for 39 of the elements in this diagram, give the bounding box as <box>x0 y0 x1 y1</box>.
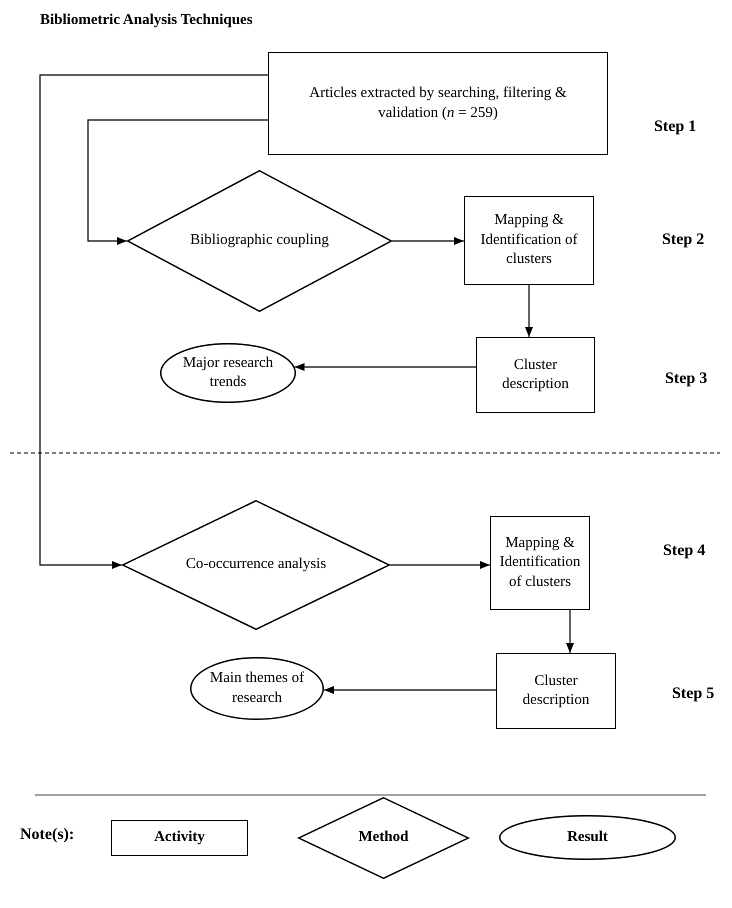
step-label: Step 4 <box>663 542 706 560</box>
process-box <box>111 820 248 856</box>
decision-diamond <box>298 797 469 879</box>
node-text: Method <box>358 828 408 848</box>
result-ellipse <box>190 657 324 720</box>
node-text: Bibliographic coupling <box>190 231 329 250</box>
process-box <box>496 653 616 729</box>
process-box <box>464 196 594 285</box>
arrow <box>566 610 574 653</box>
process-box <box>476 337 595 413</box>
node-text: Mapping & Identification of clusters <box>498 534 582 592</box>
node-text: Cluster description <box>522 672 590 710</box>
arrow <box>324 686 496 694</box>
result-ellipse <box>499 815 676 860</box>
step-label: Step 5 <box>672 685 714 703</box>
step-label: Step 2 <box>662 231 704 249</box>
step-label: Step 3 <box>665 370 708 388</box>
arrow <box>39 74 268 569</box>
node-text: Co-occurrence analysis <box>186 555 326 574</box>
result-ellipse <box>160 343 296 403</box>
node-text: Result <box>567 828 608 847</box>
note-label: Note(s): <box>20 826 74 844</box>
node-text: Cluster description <box>501 356 570 394</box>
process-box <box>490 516 590 610</box>
decision-diamond <box>127 170 392 312</box>
step-label: Step 1 <box>654 118 696 136</box>
decision-diamond <box>122 500 390 630</box>
diagram-title: Bibliometric Analysis Techniques <box>40 12 253 29</box>
arrow <box>392 237 464 245</box>
node-text: Articles extracted by searching, filtering & validation (n = 259) <box>308 84 568 122</box>
arrow <box>87 119 268 245</box>
process-box <box>268 52 608 155</box>
arrow <box>525 285 533 337</box>
node-text: Main themes of research <box>208 669 306 708</box>
node-text: Mapping & Identification of clusters <box>479 211 579 270</box>
node-text: Activity <box>154 828 205 848</box>
arrow <box>294 363 476 371</box>
node-text: Major research trends <box>182 354 274 392</box>
arrow <box>390 561 490 569</box>
